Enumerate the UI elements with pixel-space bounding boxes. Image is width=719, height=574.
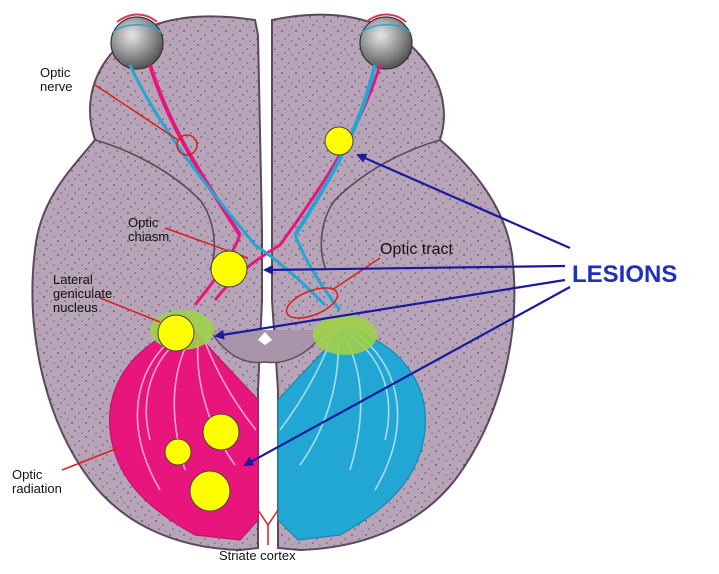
- lesion-radiation-upper: [203, 414, 239, 450]
- striate-cortex-label: Striate cortex: [219, 548, 296, 563]
- lesion-radiation-middle: [165, 439, 191, 465]
- optic-tract-label: Optic tract: [380, 241, 453, 258]
- left-eye: [111, 15, 163, 70]
- optic-chiasm-label-line1: Optic: [128, 215, 159, 230]
- lgn-label-line1: Lateral: [53, 272, 93, 287]
- optic-chiasm-label-line2: chiasm: [128, 229, 169, 244]
- optic-radiation-label-line2: radiation: [12, 481, 62, 496]
- optic-nerve-label-line1: Optic: [40, 65, 71, 80]
- lesion-lgn: [158, 315, 194, 351]
- lgn-label-line3: nucleus: [53, 300, 98, 315]
- lesion-optic-nerve: [325, 127, 353, 155]
- lesions-label: LESIONS: [572, 261, 677, 288]
- optic-nerve-label-line2: nerve: [40, 79, 73, 94]
- optic-radiation-label-line1: Optic: [12, 467, 43, 482]
- lesion-optic-chiasm: [211, 251, 247, 287]
- lgn-label-line2: geniculate: [53, 286, 112, 301]
- lesion-radiation-lower: [190, 471, 230, 511]
- brain-outline: [32, 15, 514, 550]
